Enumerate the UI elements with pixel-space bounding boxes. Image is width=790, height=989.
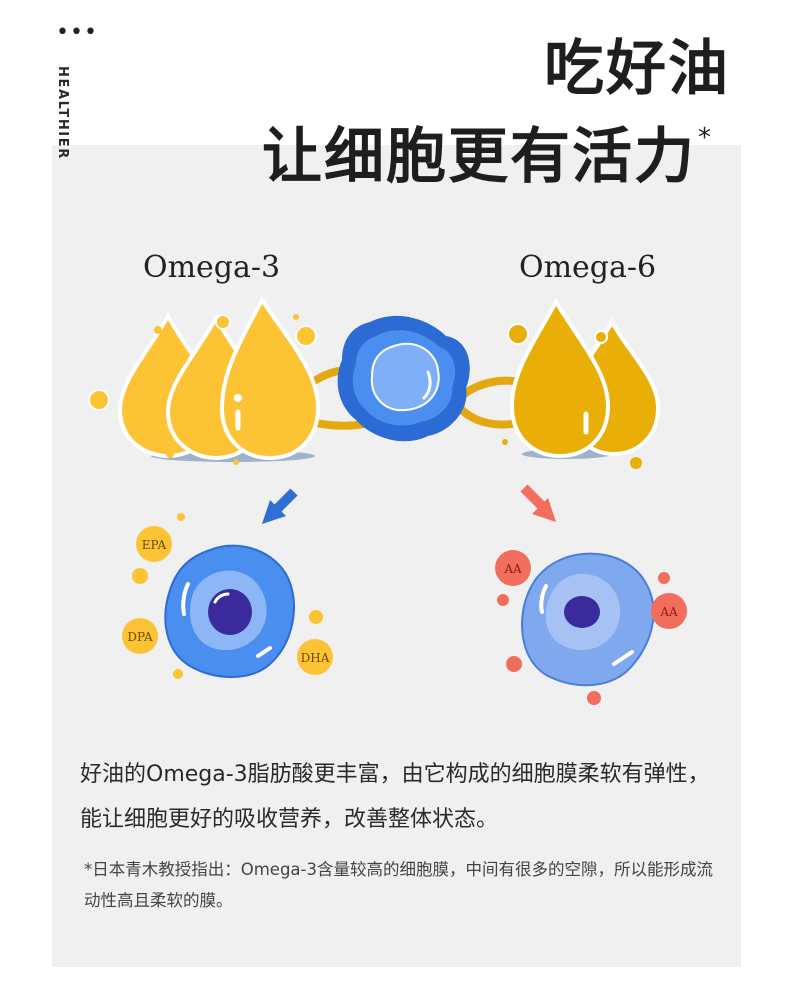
drop-highlight <box>234 394 242 402</box>
stiff-cell-nucleus <box>564 596 600 628</box>
bubble-dots <box>88 314 642 469</box>
aa-bubble-2 <box>651 593 687 629</box>
epa-bubble <box>136 526 172 562</box>
yellow-dot <box>173 669 183 679</box>
yellow-dot <box>309 610 323 624</box>
aa-tag-1: AA <box>503 562 522 576</box>
nucleus-highlight <box>213 592 230 604</box>
dha-bubble <box>297 639 333 675</box>
center-cell-core <box>370 342 440 412</box>
red-dot <box>497 594 509 606</box>
omega6-label: Omega-6 <box>519 250 657 285</box>
omega3-label: Omega-3 <box>143 250 281 285</box>
aa-bubble-1 <box>495 550 531 586</box>
title-line-2: 让细胞更有活力* <box>262 108 713 195</box>
title-line-1: 吃好油 <box>544 34 730 104</box>
footnote: *日本青木教授指出：Omega-3含量较高的细胞膜，中间有很多的空隙，所以能形成… <box>84 860 713 910</box>
title-footnote-mark: * <box>698 123 713 153</box>
cell-shine-2 <box>256 646 272 658</box>
red-dot <box>587 691 601 705</box>
vertical-label: HEALTHIER <box>55 66 70 160</box>
epa-tag: EPA <box>142 538 167 552</box>
cell-shine <box>181 582 190 616</box>
dpa-tag: DPA <box>127 630 153 644</box>
red-dot <box>506 656 522 672</box>
body-paragraph: 好油的Omega-3脂肪酸更丰富，由它构成的细胞膜柔软有弹性，能让细胞更好的吸收… <box>80 762 710 832</box>
arrow-down-right-icon <box>520 484 548 512</box>
title-line-2-text: 让细胞更有活力 <box>262 122 696 192</box>
cell-highlight <box>422 370 432 400</box>
cell-shine-right-2 <box>612 650 634 666</box>
cell-shine-right <box>539 584 548 614</box>
aa-tag-2: AA <box>659 605 678 619</box>
red-dot <box>658 572 670 584</box>
healthy-cell-nucleus <box>208 589 252 635</box>
dha-tag: DHA <box>301 651 330 665</box>
arrow-head-right <box>532 498 556 522</box>
yellow-dot <box>177 513 185 521</box>
yellow-dot <box>132 568 148 584</box>
dpa-bubble <box>122 618 158 654</box>
arrow-head-left <box>262 500 286 524</box>
